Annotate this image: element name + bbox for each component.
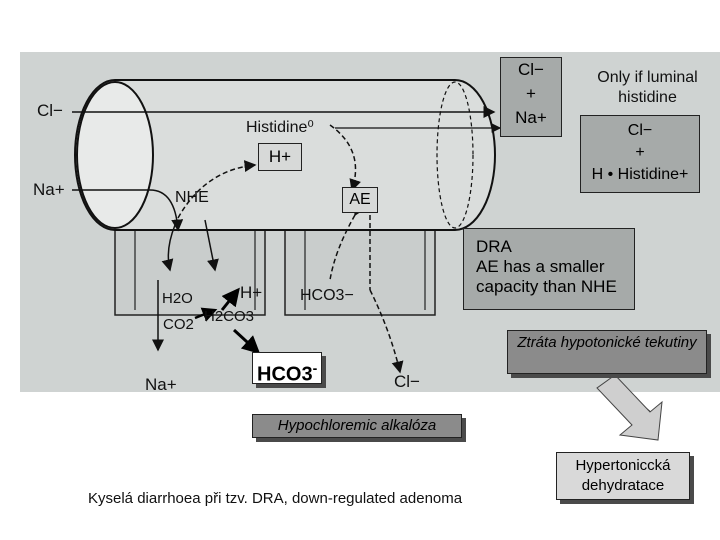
only-if-label: Only if luminal histidine — [585, 68, 710, 108]
ae-box: AE — [342, 187, 378, 213]
caption: Kyselá diarrhoea při tzv. DRA, down-regu… — [88, 490, 462, 507]
h-plus-lumen-box: H+ — [258, 143, 302, 171]
histidine-result-box: Cl− + H • Histidine+ — [580, 115, 700, 193]
h2co3-to-hco3-arrow — [234, 330, 258, 352]
hypertonic-note: Hypertoniccká dehydratace — [556, 452, 690, 500]
cl-blood-label: Cl− — [394, 372, 420, 392]
hypotonic-loss-note: Ztráta hypotonické tekutiny — [507, 330, 707, 374]
lumen-ions-box: Cl− + Na+ — [500, 57, 562, 137]
h-plus-cell-label: H+ — [240, 283, 262, 303]
lumen-end — [77, 82, 153, 228]
cl-lumen-label: Cl− — [37, 101, 63, 121]
hco3-cell-label: HCO3− — [300, 287, 354, 305]
dra-box: DRA AE has a smaller capacity than NHE — [463, 228, 635, 310]
alkalosis-note: Hypochloremic alkalóza — [252, 414, 462, 438]
co2-label: CO2 — [163, 316, 194, 333]
h2co3-label: H2CO3 — [204, 308, 254, 325]
h2o-label: H2O — [162, 290, 193, 307]
na-blood-label: Na+ — [145, 375, 177, 395]
hypertonic-connector — [597, 375, 662, 440]
histidine0-label: Histidine⁰ — [246, 117, 314, 137]
hco3-big-box: HCO3- — [252, 352, 322, 384]
na-lumen-label: Na+ — [33, 180, 65, 200]
nhe-label: NHE — [175, 189, 209, 207]
